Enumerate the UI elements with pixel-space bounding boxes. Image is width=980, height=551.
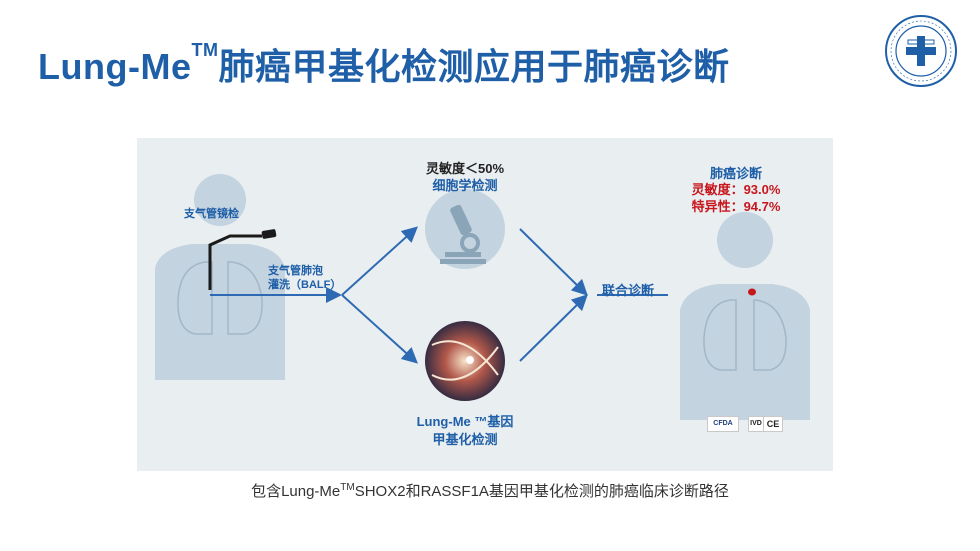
cfda-badge: CFDA [707,416,739,432]
title-text: 肺癌甲基化检测应用于肺癌诊断 [218,46,730,87]
dna-icon [425,321,505,401]
sensitivity-result: 灵敏度：93.0% [691,182,781,197]
ivd-badge: IVD [748,416,763,432]
cytology-label: 细胞学检测 [432,178,498,193]
specificity-result: 特异性：94.7% [691,199,781,214]
tumor-marker-icon [748,288,756,296]
slide-title: Lung-MeTM肺癌甲基化检测应用于肺癌诊断 [38,38,729,90]
hospital-logo-icon [885,15,957,87]
bronchoscope-icon [208,229,277,290]
combined-diagnosis-label: 联合诊断 [601,283,654,298]
methylation-label-line1: Lung-Me ™基因 [416,414,514,429]
methylation-label-line2: 甲基化检测 [432,432,498,447]
microscope-icon [425,189,505,269]
caption-post: SHOX2和RASSF1A基因甲基化检测的肺癌临床诊断路径 [354,483,729,500]
title-brand: Lung-Me [38,46,192,87]
sensitivity-low-label: 灵敏度＜50% [425,161,505,176]
bronchoscopy-label: 支气管镜检 [184,208,239,220]
flow-arrows [210,226,668,364]
balf-label-line2: 灌洗（BALF） [268,279,342,291]
balf-label-line1: 支气管肺泡 [268,265,323,277]
diagnosis-title: 肺癌诊断 [709,166,762,181]
figure-caption: 包含Lung-MeTMSHOX2和RASSF1A基因甲基化检测的肺癌临床诊断路径 [0,480,980,501]
patient-right-icon [680,212,810,420]
ce-badge: CE [763,416,783,432]
caption-pre: 包含Lung-Me [251,483,341,500]
caption-tm: TM [340,482,355,493]
title-tm: TM [191,40,219,60]
patient-left-icon [155,174,285,380]
